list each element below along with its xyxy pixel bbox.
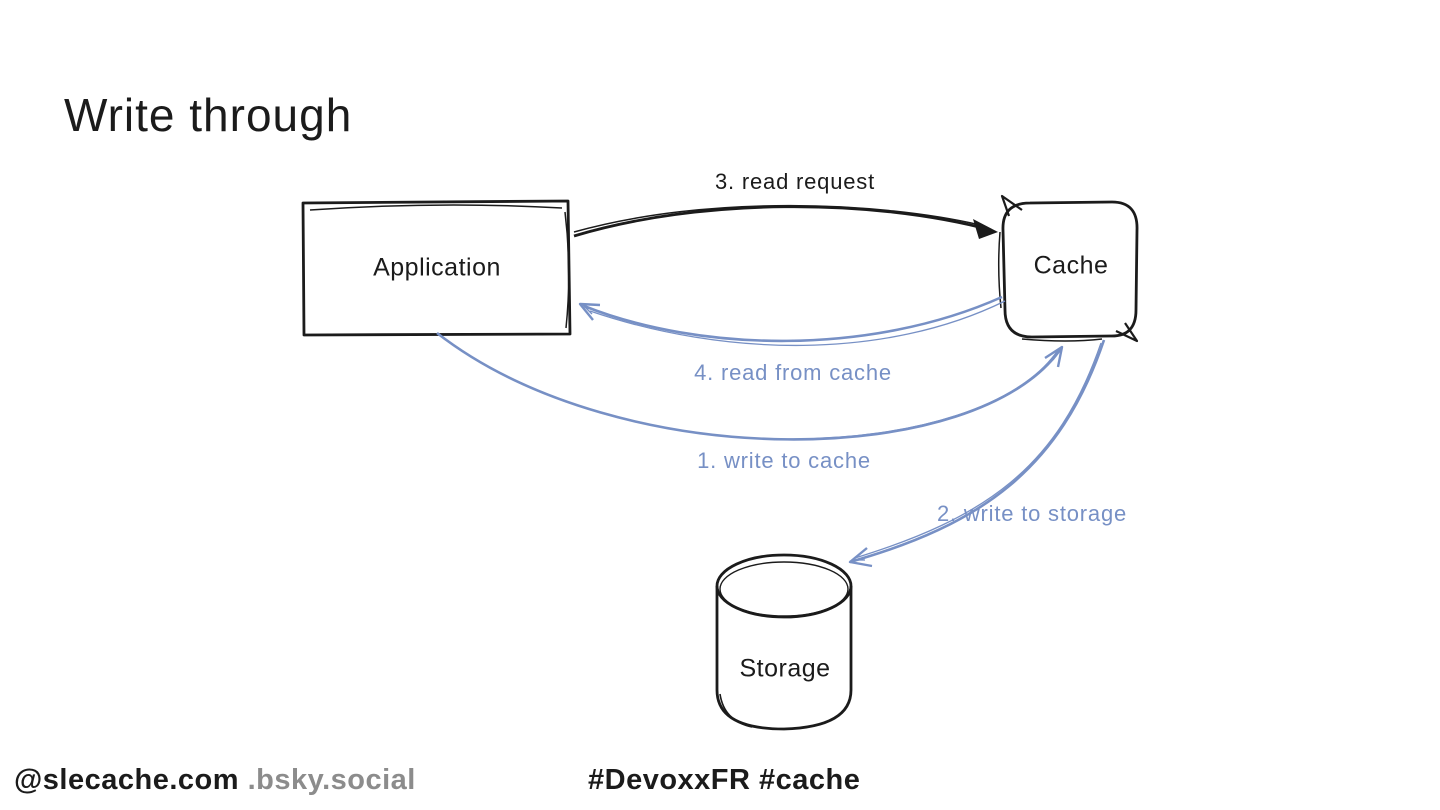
storage-node-label: Storage bbox=[739, 654, 831, 683]
arrowhead-blue bbox=[848, 547, 873, 568]
arrow-label-read-from-cache: 4. read from cache bbox=[694, 360, 892, 385]
arrow-write-to-cache bbox=[436, 331, 1064, 441]
application-box bbox=[301, 199, 572, 337]
arrowhead-black bbox=[973, 219, 998, 239]
application-node-label: Application bbox=[373, 253, 501, 282]
arrow-read-from-cache bbox=[578, 295, 1006, 347]
arrow-label-read-request: 3. read request bbox=[715, 169, 875, 194]
arrow-write-to-storage bbox=[848, 339, 1106, 568]
arrow-label-write-to-cache: 1. write to cache bbox=[697, 448, 871, 473]
arrowhead-blue-inner bbox=[1052, 349, 1061, 361]
cache-node-label: Cache bbox=[1033, 251, 1109, 280]
handle-primary: @slecache.com bbox=[14, 764, 240, 796]
footer-hashtags: #DevoxxFR #cache bbox=[588, 764, 861, 796]
arrowhead-blue bbox=[578, 302, 601, 321]
arrowhead-blue-inner bbox=[582, 304, 593, 315]
page-title: Write through bbox=[64, 89, 353, 141]
arrowhead-blue bbox=[1044, 345, 1064, 368]
storage-cylinder bbox=[715, 553, 853, 731]
arrow-read-request bbox=[573, 204, 998, 239]
handle-secondary: .bsky.social bbox=[247, 764, 416, 796]
footer-social-handle: @slecache.com .bsky.social bbox=[14, 764, 416, 797]
arrow-label-write-to-storage: 2. write to storage bbox=[936, 501, 1128, 526]
cache-box bbox=[997, 194, 1139, 343]
